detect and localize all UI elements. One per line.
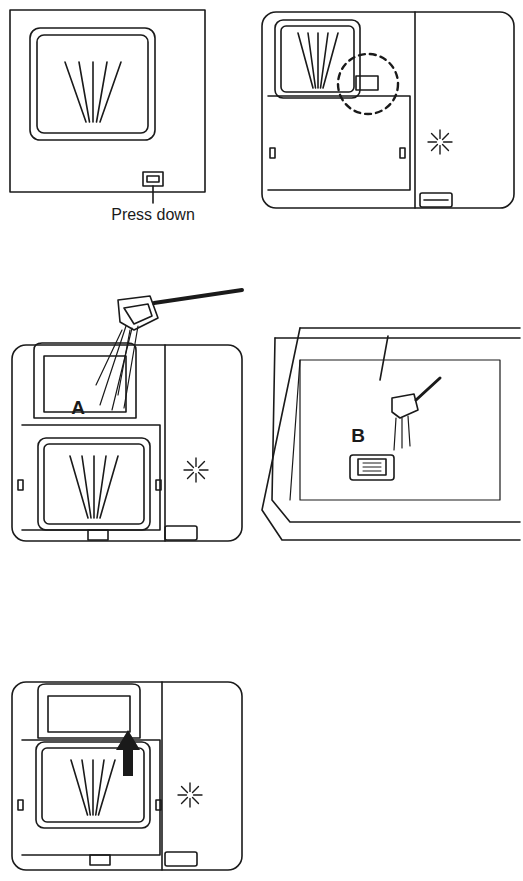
- symbol-stroke: [444, 141, 452, 142]
- leader-line: [152, 186, 154, 203]
- symbol-stroke: [70, 456, 88, 518]
- symbol-stroke: [184, 469, 192, 470]
- symbol-stroke: [193, 787, 199, 793]
- symbol-stroke: [97, 456, 106, 518]
- symbol-stroke: [443, 145, 449, 151]
- symbol-stroke: [65, 62, 86, 122]
- symbol-stroke: [92, 760, 94, 815]
- symbol-stroke: [189, 799, 190, 807]
- symbol-stroke: [99, 760, 116, 815]
- symbol-stroke: [92, 62, 94, 122]
- symbol-stroke: [199, 473, 205, 479]
- filling-compartment-a: [12, 290, 242, 541]
- callout-letter: A: [71, 398, 85, 419]
- symbol-stroke: [317, 33, 319, 88]
- symbol-stroke: [432, 134, 438, 140]
- symbol-stroke: [428, 141, 436, 142]
- symbol-stroke: [200, 469, 208, 470]
- symbol-stroke: [188, 462, 194, 468]
- symbol-stroke: [79, 62, 90, 122]
- symbol-stroke: [323, 33, 338, 88]
- closed-dispenser: [10, 10, 205, 203]
- instruction-label: Press down: [111, 206, 195, 224]
- filling-compartment-b: [262, 328, 520, 540]
- symbol-stroke: [439, 146, 440, 154]
- symbol-stroke: [93, 456, 95, 518]
- symbol-stroke: [308, 33, 316, 88]
- dispenser-button-detail: [262, 12, 514, 208]
- symbol-stroke: [321, 33, 329, 88]
- symbol-stroke: [193, 798, 199, 804]
- symbol-stroke: [71, 760, 88, 815]
- symbol-stroke: [432, 145, 438, 151]
- symbol-stroke: [194, 794, 202, 795]
- symbol-stroke: [97, 62, 108, 122]
- symbol-stroke: [182, 798, 188, 804]
- symbol-stroke: [178, 794, 186, 795]
- symbol-stroke: [195, 458, 196, 466]
- symbol-stroke: [298, 33, 313, 88]
- closing-lid: [12, 682, 242, 870]
- symbol-stroke: [188, 473, 194, 479]
- symbol-stroke: [96, 760, 104, 815]
- symbol-stroke: [82, 760, 90, 815]
- symbol-stroke: [189, 783, 190, 791]
- symbol-stroke: [443, 134, 449, 140]
- symbol-stroke: [182, 787, 188, 793]
- symbol-stroke: [82, 456, 91, 518]
- symbol-stroke: [100, 62, 121, 122]
- up-arrow: [116, 730, 140, 776]
- symbol-stroke: [199, 462, 205, 468]
- callout-letter: B: [351, 426, 365, 447]
- symbol-stroke: [439, 130, 440, 138]
- symbol-stroke: [100, 456, 118, 518]
- symbol-stroke: [195, 474, 196, 482]
